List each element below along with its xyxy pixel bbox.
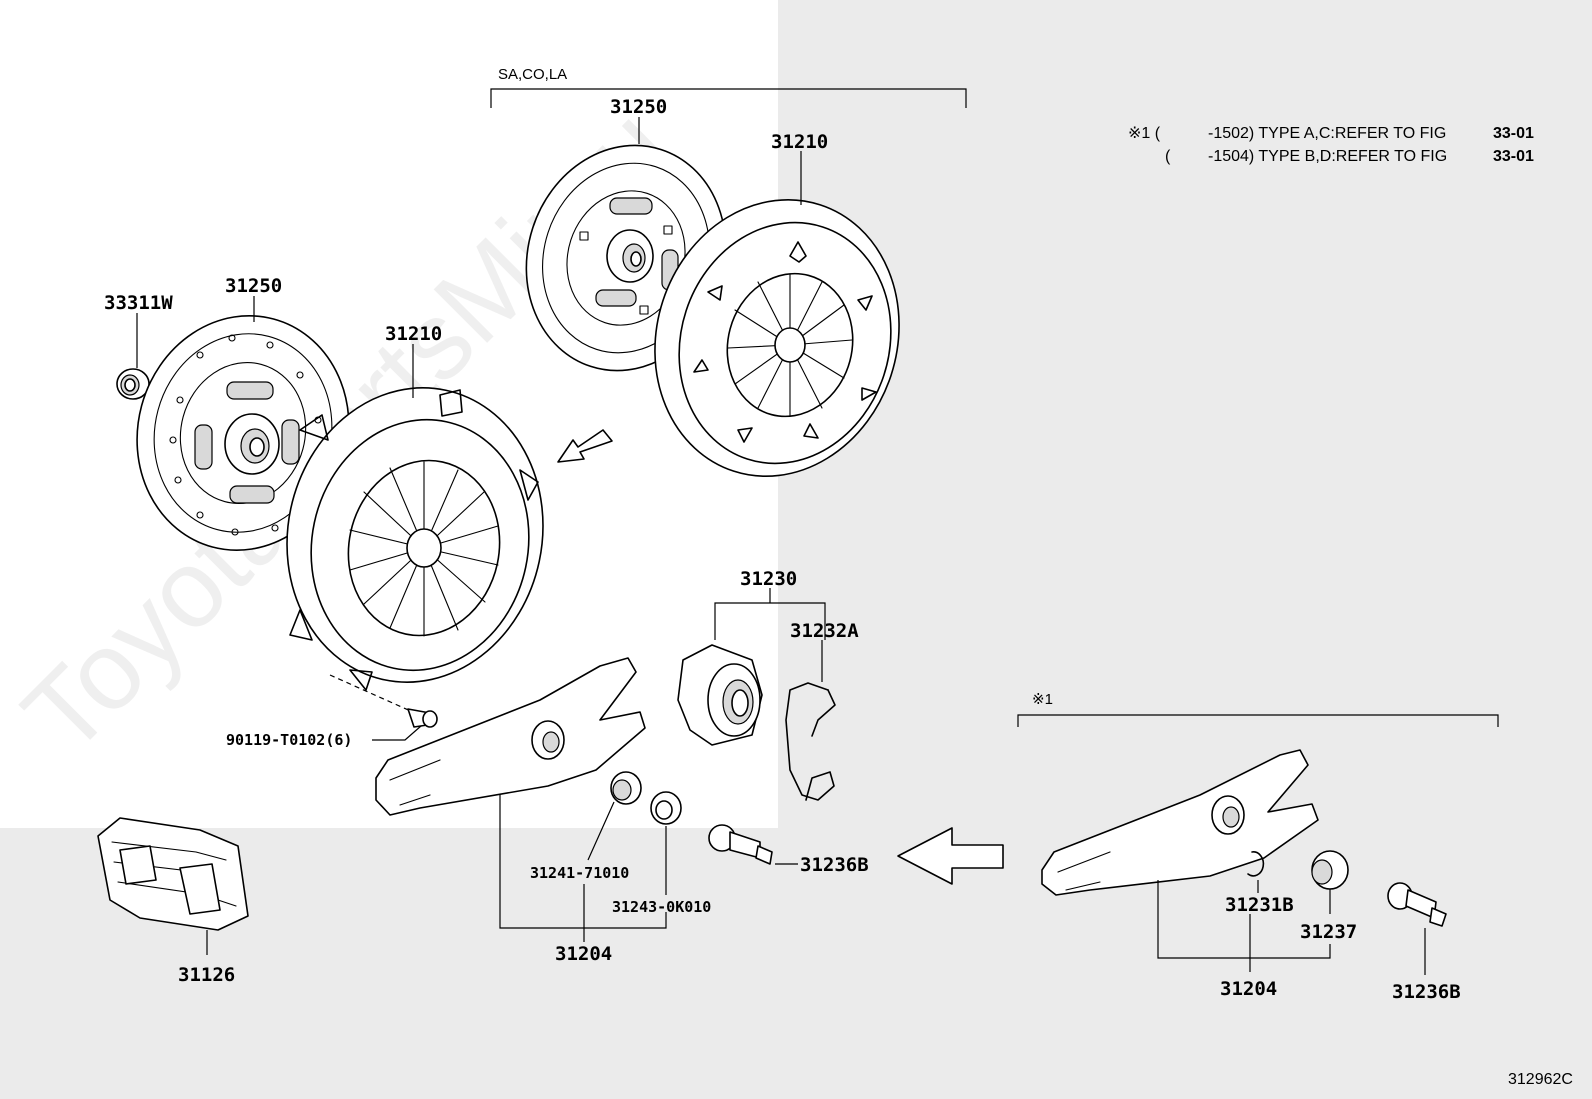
group-label-ref1: ※1 — [1032, 691, 1053, 708]
release-clip — [785, 640, 836, 801]
part-label-31231b: 31231B — [1225, 894, 1294, 916]
part-label-31232a: 31232A — [790, 620, 859, 642]
pressure-plate-top — [654, 151, 900, 478]
part-label-31243: 31243-0K010 — [612, 898, 711, 916]
part-label-31236b-right: 31236B — [1392, 981, 1461, 1003]
note-line-1-prefix: ※1 ( — [1128, 125, 1161, 142]
part-label-31236b-middle: 31236B — [800, 854, 869, 876]
disc-top-slots — [579, 225, 673, 315]
bracket-31204-middle — [499, 795, 667, 929]
part-label-31241: 31241-71010 — [530, 864, 629, 882]
disc-left-springs — [194, 381, 300, 504]
part-label-31210-left: 31210 — [385, 323, 442, 345]
part-label-31210-top: 31210 — [771, 131, 828, 153]
note-line-1-fig: 33-01 — [1493, 125, 1534, 142]
note-line-2-text: -1504) TYPE B,D:REFER TO FIG — [1208, 148, 1447, 165]
direction-arrow-small — [557, 429, 613, 463]
bolt-90119 — [329, 674, 438, 741]
diagram-code: 312962C — [1508, 1071, 1573, 1088]
bushing-31237 — [1311, 850, 1349, 914]
release-bearing — [677, 588, 826, 746]
fork-bushing-31241 — [587, 771, 642, 861]
part-label-31230: 31230 — [740, 568, 797, 590]
retaining-ring-31231b — [1247, 851, 1265, 893]
part-label-31250-top: 31250 — [610, 96, 667, 118]
note-line-2-prefix: ( — [1165, 148, 1171, 165]
part-label-90119: 90119-T0102(6) — [226, 731, 352, 749]
fork-pivot-middle — [708, 824, 798, 865]
background-gray-right — [778, 0, 1592, 1099]
group-label-sa-co-la: SA,CO,LA — [498, 66, 567, 83]
part-label-33311w: 33311W — [104, 292, 173, 314]
part-label-31204-middle: 31204 — [555, 943, 612, 965]
pilot-bearing — [116, 313, 150, 400]
part-label-31250-left: 31250 — [225, 275, 282, 297]
release-fork-middle — [375, 657, 646, 816]
pressure-plate-left — [286, 344, 544, 691]
group-bracket-ref1: ※1 — [1017, 691, 1499, 727]
pressure-plate-top-clips — [693, 241, 877, 443]
direction-arrow-large — [897, 827, 1004, 885]
part-label-31204-right: 31204 — [1220, 978, 1277, 1000]
group-bracket-sa-co-la: SA,CO,LA — [490, 66, 967, 108]
part-label-31126: 31126 — [178, 964, 235, 986]
release-fork-boot — [97, 817, 249, 955]
fork-bushing-31243 — [650, 791, 682, 895]
note-line-2-fig: 33-01 — [1493, 148, 1534, 165]
note-line-1-text: -1502) TYPE A,C:REFER TO FIG — [1208, 125, 1446, 142]
bracket-31204-right — [1157, 880, 1331, 959]
note-block: ※1 ( -1502) TYPE A,C:REFER TO FIG 33-01 … — [1128, 125, 1534, 165]
part-label-31237: 31237 — [1300, 921, 1357, 943]
fork-pivot-right — [1387, 882, 1447, 975]
release-fork-right — [1041, 749, 1319, 896]
